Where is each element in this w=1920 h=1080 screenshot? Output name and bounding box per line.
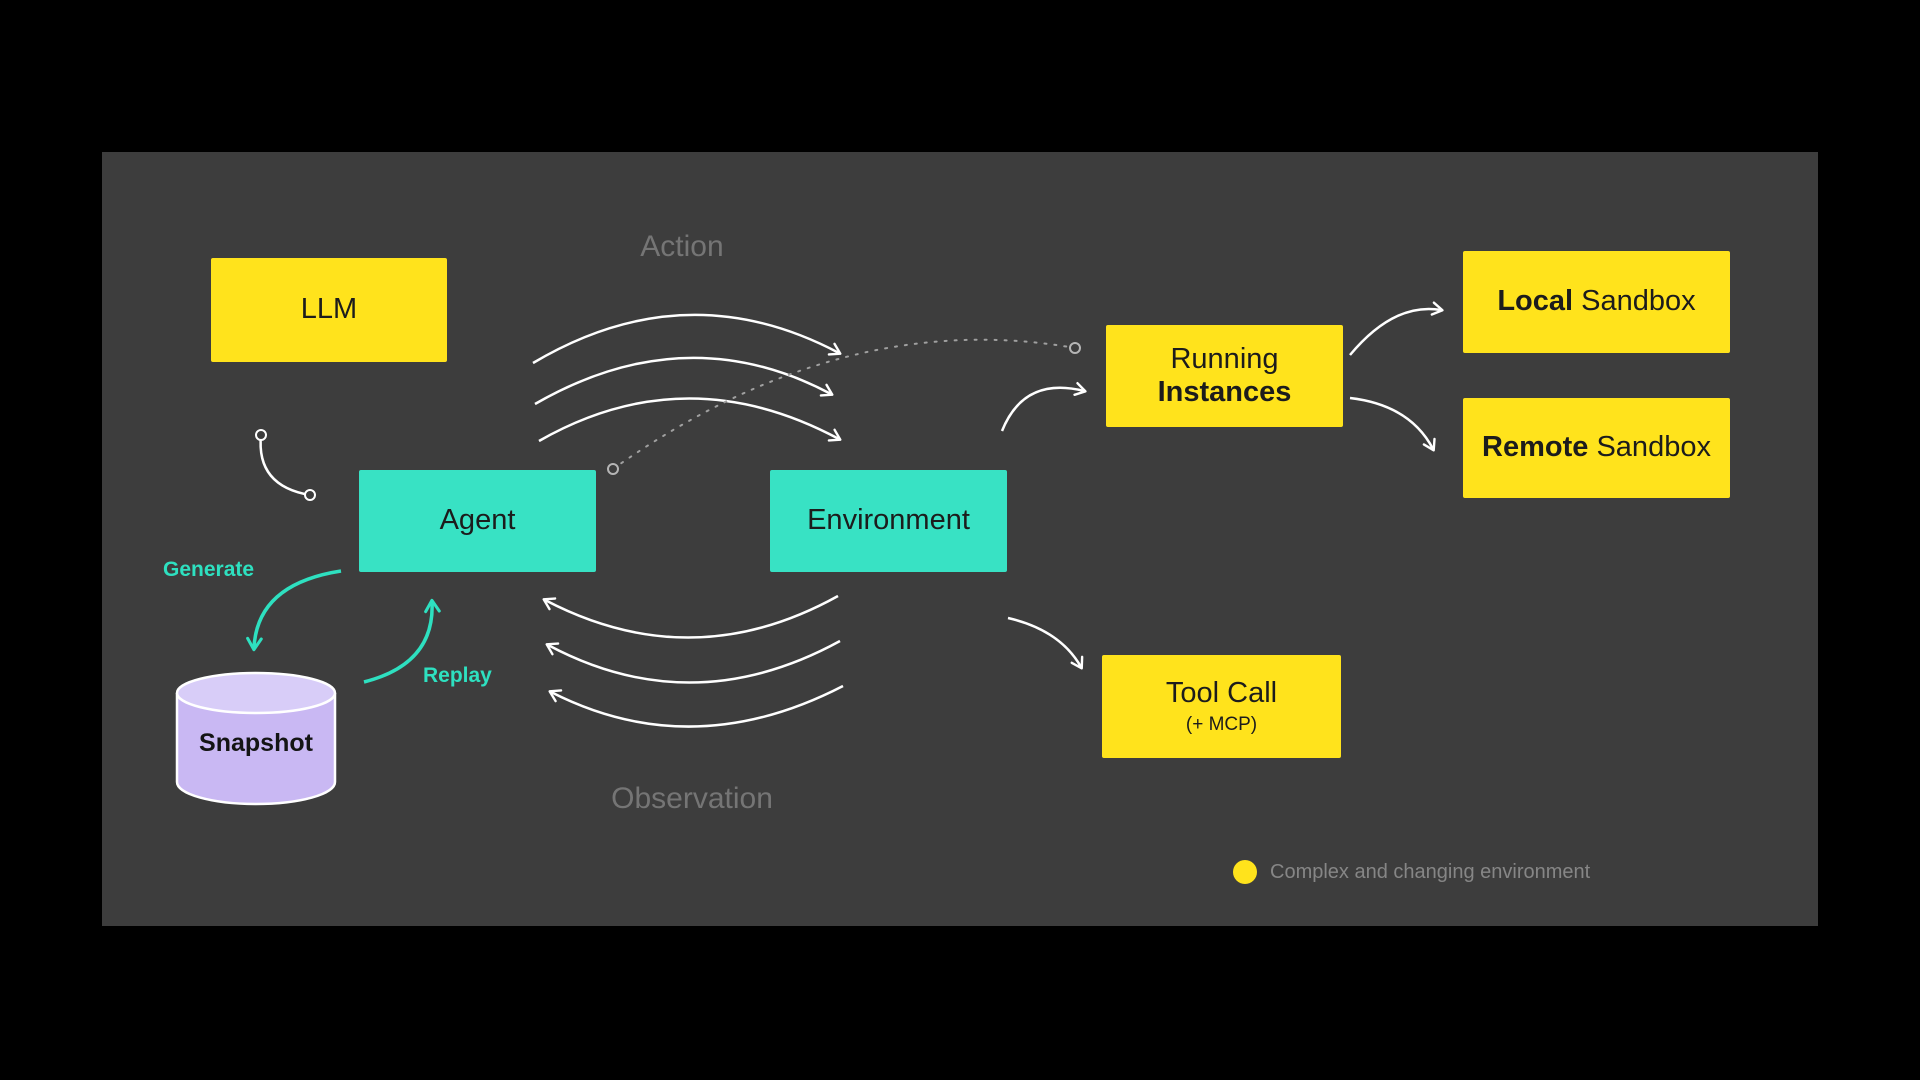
generate-arrow <box>246 569 342 652</box>
instances-to-remote-arrow <box>1349 396 1436 452</box>
llm-node: LLM <box>211 258 447 362</box>
agent-label: Agent <box>439 504 516 537</box>
tool-call-subtitle: (+ MCP) <box>1185 713 1258 735</box>
instances-to-local-arrow <box>1349 301 1444 356</box>
tool-call-node: Tool Call (+ MCP) <box>1102 655 1341 758</box>
environment-label: Environment <box>807 504 970 537</box>
environment-to-instances-arrow <box>1000 381 1087 432</box>
environment-node: Environment <box>770 470 1007 572</box>
observation-arrow-3 <box>548 684 844 728</box>
llm-label: LLM <box>300 293 358 326</box>
observation-label: Observation <box>611 782 773 815</box>
replay-arrow <box>363 598 441 684</box>
action-arrow-1 <box>532 313 842 365</box>
snapshot-node: Snapshot <box>175 671 337 807</box>
local-sandbox-node: Local Sandbox <box>1463 251 1730 353</box>
dashed-link-endpoint-instances <box>1069 342 1081 354</box>
remote-sandbox-node: Remote Sandbox <box>1463 398 1730 498</box>
action-arrow-2 <box>534 356 834 406</box>
replay-label: Replay <box>423 664 492 687</box>
local-sandbox-label: Local Sandbox <box>1497 285 1696 318</box>
running-instances-node: Running Instances <box>1106 325 1343 427</box>
agent-node: Agent <box>359 470 596 572</box>
tool-call-title: Tool Call <box>1165 677 1278 710</box>
llm-agent-connector <box>259 434 311 497</box>
action-arrow-3 <box>538 397 842 443</box>
dashed-link-endpoint-agent <box>607 463 619 475</box>
remote-sandbox-label: Remote Sandbox <box>1482 431 1711 464</box>
action-label: Action <box>640 230 724 263</box>
generate-label: Generate <box>163 558 255 581</box>
environment-to-toolcall-arrow <box>1007 616 1084 670</box>
running-instances-line2: Instances <box>1157 376 1292 408</box>
legend: Complex and changing environment <box>1233 860 1590 884</box>
llm-connector-endpoint-top <box>255 429 267 441</box>
llm-connector-endpoint-bottom <box>304 489 316 501</box>
running-instances-line1: Running <box>1170 342 1279 375</box>
legend-dot-icon <box>1233 860 1257 884</box>
snapshot-label: Snapshot <box>199 729 313 757</box>
arrows-layer <box>246 301 1444 728</box>
observation-arrow-1 <box>542 594 839 639</box>
observation-arrow-2 <box>545 639 841 684</box>
diagram-panel: LLM Agent Environment Running Instances … <box>102 152 1818 926</box>
legend-text: Complex and changing environment <box>1270 860 1591 883</box>
database-cylinder-icon <box>175 671 337 806</box>
